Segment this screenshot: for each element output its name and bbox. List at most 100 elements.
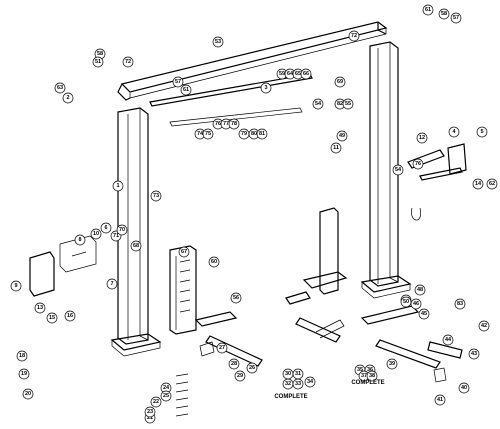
- callout-circle: [454, 298, 466, 310]
- callout-57: 57: [172, 76, 184, 88]
- callout-79: 79: [238, 128, 250, 140]
- callout-81: 81: [256, 128, 268, 140]
- callout-circle: [486, 178, 498, 190]
- callout-circle: [46, 312, 58, 324]
- callout-circle: [450, 12, 462, 24]
- callout-38: 38: [366, 370, 378, 382]
- callout-22: 22: [150, 396, 162, 408]
- complete-caption-left: COMPLETE: [274, 394, 307, 400]
- callout-63: 63: [54, 82, 66, 94]
- callout-circle: [90, 228, 102, 240]
- callout-number: 31: [295, 371, 301, 377]
- callout-18: 18: [16, 350, 28, 362]
- callout-number: 76: [415, 161, 421, 167]
- callout-number: 58: [97, 51, 103, 57]
- callout-40: 40: [458, 382, 470, 394]
- callout-72: 72: [122, 56, 134, 68]
- callout-number: 77: [223, 121, 229, 127]
- callout-11: 11: [330, 142, 342, 154]
- callout-62: 62: [486, 178, 498, 190]
- callout-68: 68: [130, 240, 142, 252]
- callout-circle: [106, 278, 118, 290]
- callout-58: 58: [438, 8, 450, 20]
- callout-33: 33: [292, 378, 304, 390]
- callout-number: 61: [425, 7, 431, 13]
- callout-15: 15: [46, 312, 58, 324]
- overhead-beam: [117, 21, 388, 101]
- callout-circle: [438, 8, 450, 20]
- callout-32: 32: [282, 378, 294, 390]
- callout-51: 51: [92, 56, 104, 68]
- callout-circle: [348, 30, 360, 42]
- callout-circle: [144, 406, 156, 418]
- callout-number: 74: [197, 131, 204, 137]
- callout-41: 41: [434, 394, 446, 406]
- callout-number: 1: [116, 183, 119, 189]
- callout-number: 3: [264, 85, 267, 91]
- callout-72: 72: [348, 30, 360, 42]
- callout-number: 23: [147, 409, 153, 415]
- right-cable-guard: [407, 143, 467, 221]
- callout-circle: [150, 190, 162, 202]
- callout-number: 54: [315, 101, 322, 107]
- callout-number: 7: [110, 281, 113, 287]
- callout-circle: [18, 368, 30, 380]
- callout-number: 67: [181, 249, 187, 255]
- callout-56: 56: [230, 292, 242, 304]
- callout-number: 5: [480, 129, 483, 135]
- callout-73: 73: [150, 190, 162, 202]
- callout-number: 53: [215, 39, 221, 45]
- callout-circle: [116, 224, 128, 236]
- callout-number: 45: [421, 311, 427, 317]
- callout-circle: [16, 350, 28, 362]
- callout-number: 46: [413, 301, 419, 307]
- fastener-stack: [175, 373, 189, 417]
- callout-45: 45: [418, 308, 430, 320]
- callout-number: 71: [113, 233, 119, 239]
- callout-number: 54: [395, 167, 402, 173]
- callout-number: 83: [457, 301, 463, 307]
- callout-number: 75: [205, 131, 211, 137]
- callout-circle: [208, 256, 220, 268]
- callout-number: 25: [163, 393, 169, 399]
- callout-28: 28: [228, 358, 240, 370]
- callout-4: 4: [448, 126, 460, 138]
- callout-25: 25: [160, 390, 172, 402]
- callout-number: 58: [441, 11, 447, 17]
- callout-20: 20: [22, 388, 34, 400]
- callout-number: 64: [287, 71, 294, 77]
- callout-54: 54: [312, 98, 324, 110]
- callout-circle: [160, 390, 172, 402]
- callout-82: 82: [334, 98, 346, 110]
- callout-circle: [468, 348, 480, 360]
- callout-number: 8: [78, 237, 81, 243]
- callout-61: 61: [180, 84, 192, 96]
- callout-number: 55: [345, 101, 351, 107]
- callout-number: 72: [125, 59, 131, 65]
- callout-number: 70: [119, 227, 125, 233]
- callout-number: 20: [25, 391, 31, 397]
- callout-27: 27: [216, 342, 228, 354]
- middle-arm-assembly: [285, 291, 345, 343]
- callout-number: 39: [389, 361, 395, 367]
- callout-number: 68: [133, 243, 139, 249]
- callout-57: 57: [450, 12, 462, 24]
- callout-number: 40: [461, 385, 467, 391]
- callout-9: 9: [10, 280, 22, 292]
- callout-2: 2: [62, 92, 74, 104]
- callout-number: 57: [453, 15, 459, 21]
- callout-circle: [228, 358, 240, 370]
- callout-number: 29: [237, 373, 243, 379]
- overhead-trip-rod: [149, 73, 313, 127]
- callout-circle: [304, 376, 316, 388]
- callout-1: 1: [112, 180, 124, 192]
- callout-42: 42: [478, 320, 490, 332]
- callout-7: 7: [106, 278, 118, 290]
- callout-48: 48: [414, 284, 426, 296]
- callout-circle: [172, 76, 184, 88]
- callout-circle: [34, 302, 46, 314]
- callout-circle: [300, 68, 312, 80]
- callout-circle: [422, 4, 434, 16]
- callout-75: 75: [202, 128, 214, 140]
